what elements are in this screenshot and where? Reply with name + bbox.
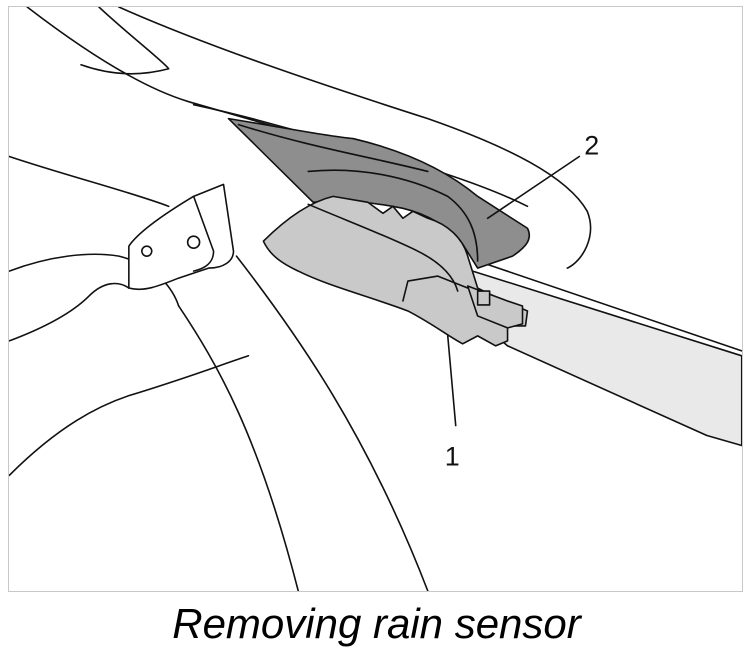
rain-sensor — [262, 195, 529, 347]
mounting-hole-left — [141, 245, 153, 257]
mirror-mount-strip-edge — [476, 260, 742, 352]
pillar-left-line — [177, 305, 300, 591]
trim-panel-curve — [9, 282, 130, 342]
callout-leader-1 — [446, 335, 457, 427]
illustration-frame: 1 2 — [8, 6, 743, 592]
callout-2-label: 2 — [584, 130, 599, 160]
bracket-inner-edge — [307, 169, 479, 262]
trim-panel-lower — [9, 253, 180, 307]
mounting-hole-right — [186, 235, 201, 249]
headliner-edge — [26, 7, 409, 158]
trim-panel-bottom — [9, 355, 250, 477]
windshield-upper-edge — [118, 7, 592, 269]
headliner-inner-edge — [80, 7, 170, 75]
sensor-dome-edge — [307, 203, 459, 292]
connector-latch — [476, 290, 491, 306]
sensor-bracket — [227, 117, 531, 269]
sensor-step-line — [402, 275, 469, 302]
mounting-tab-fold — [192, 195, 215, 272]
mirror-mount-strip — [466, 270, 742, 447]
trim-panel-outline — [9, 155, 170, 208]
mounting-tab — [128, 183, 235, 291]
pillar-right-line — [235, 255, 429, 591]
rain-sensor-illustration: 1 2 — [9, 7, 742, 591]
callout-leader-2 — [486, 155, 581, 220]
callout-1-label: 1 — [445, 441, 460, 471]
bracket-top-line — [237, 123, 429, 173]
figure-caption: Removing rain sensor — [172, 600, 581, 647]
